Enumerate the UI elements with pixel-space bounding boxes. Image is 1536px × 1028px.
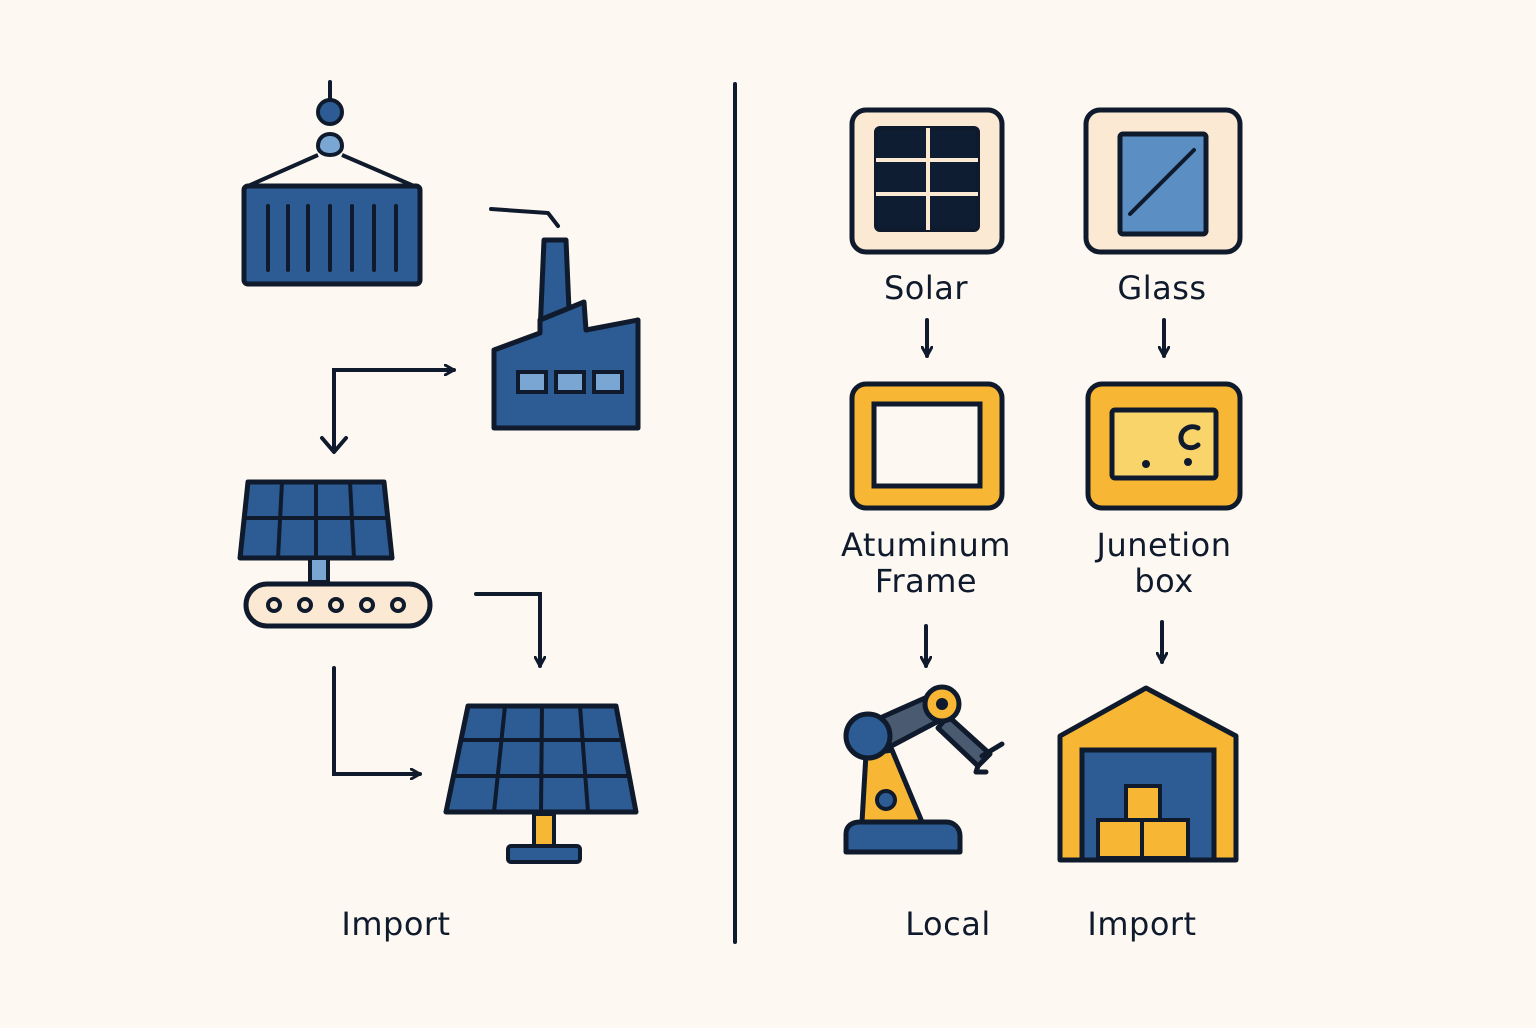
solar-label: Solar	[883, 269, 969, 307]
connector-line	[489, 207, 560, 228]
solar-panel-conveyor-icon	[237, 479, 433, 629]
aluminum-frame-label-line2: Frame	[874, 562, 978, 600]
local-label: Local	[905, 905, 991, 943]
aluminum-frame-label-line1: Atuminum	[841, 526, 1011, 564]
solar-cell-icon	[849, 107, 1005, 255]
aluminum-frame-icon	[849, 381, 1005, 511]
left-caption: Import	[341, 905, 451, 943]
glass-label: Glass	[1117, 269, 1207, 307]
junction-box-label-line1: Junetion	[1096, 526, 1232, 564]
import-label: Import	[1087, 905, 1197, 943]
solar-panel-installed-icon	[443, 703, 639, 864]
robot-arm-icon	[843, 684, 1005, 855]
arrow-to-installed	[332, 666, 422, 774]
factory-icon	[491, 237, 641, 431]
junction-box-label-line2: box	[1134, 562, 1194, 600]
arrow-head-down	[320, 436, 348, 454]
glass-pane-icon	[1083, 107, 1243, 255]
arrow-to-panel	[474, 592, 540, 668]
arrow-to-factory	[332, 370, 456, 452]
shipping-container-icon	[241, 80, 423, 287]
junction-box-icon	[1085, 381, 1243, 511]
warehouse-icon	[1057, 685, 1239, 863]
